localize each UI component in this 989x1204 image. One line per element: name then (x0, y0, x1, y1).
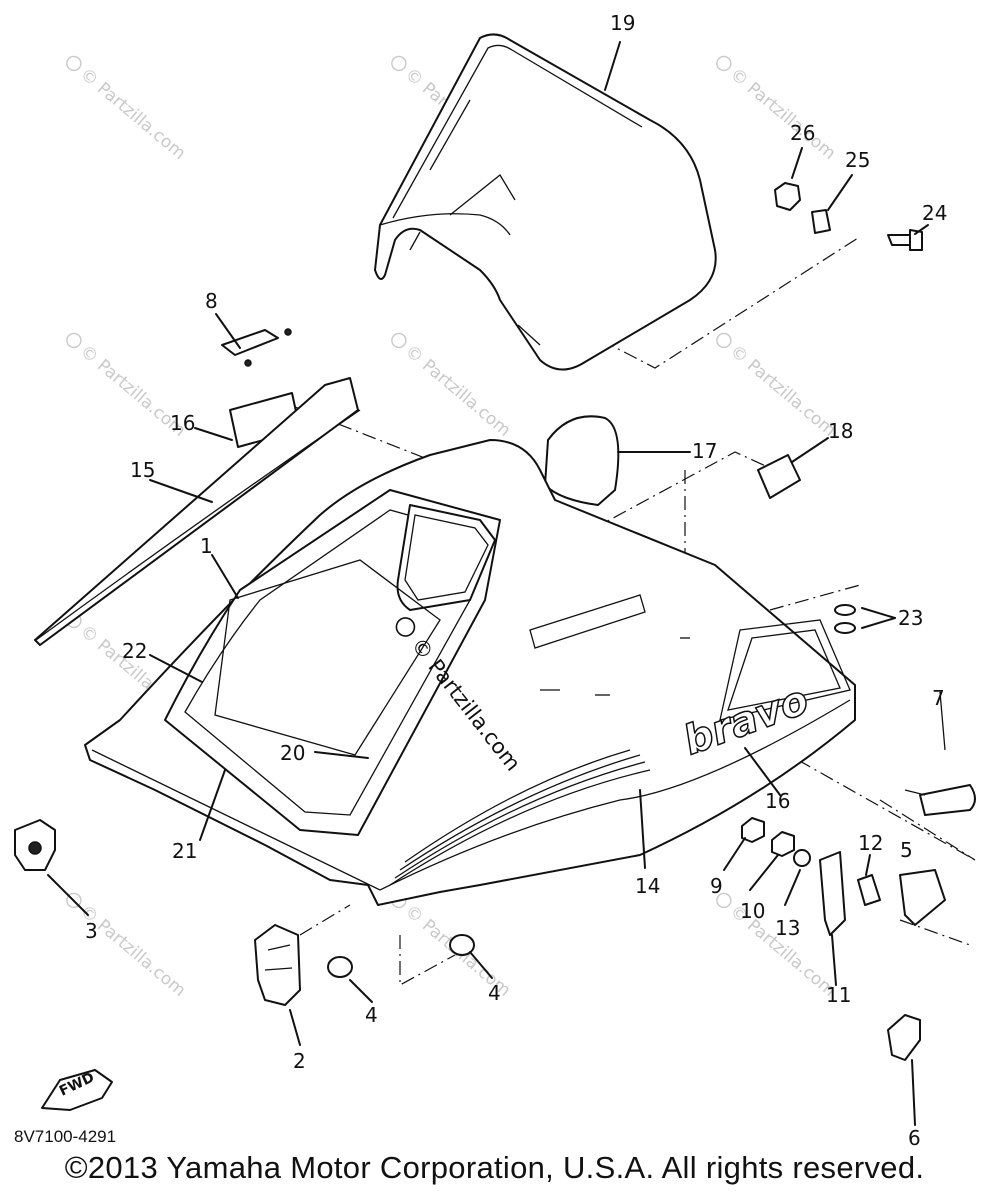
watermark: © Partzilla.com (66, 892, 189, 1001)
fwd-arrow: FWD (41, 1069, 113, 1111)
rings-23 (834, 604, 856, 634)
grommet-4b (449, 934, 475, 956)
callout-19: 19 (610, 11, 635, 35)
hinge-3 (14, 819, 56, 871)
hood-1: bravo (84, 439, 856, 906)
callout-15: 15 (130, 458, 155, 482)
svg-text:© Partzilla.com: © Partzilla.com (401, 341, 514, 441)
watermark: © Partzilla.com (391, 332, 514, 441)
callouts: 19 26 25 24 8 16 15 17 18 1 23 22 20 21 … (85, 11, 947, 1150)
svg-text:© Partzilla.com: © Partzilla.com (76, 64, 189, 164)
diagram-code: 8V7100-4291 (14, 1127, 117, 1146)
svg-text:© Partzilla.com: © Partzilla.com (726, 64, 839, 164)
callout-12: 12 (858, 831, 883, 855)
windshield-hardware (774, 182, 923, 251)
svg-text:© Partzilla.com: © Partzilla.com (76, 901, 189, 1001)
callout-2: 2 (293, 1049, 306, 1073)
callout-6: 6 (908, 1126, 921, 1150)
callout-17: 17 (692, 439, 717, 463)
latch-hardware (741, 817, 946, 936)
callout-11: 11 (826, 983, 851, 1007)
callout-13: 13 (775, 916, 800, 940)
callout-21: 21 (172, 839, 197, 863)
windshield (374, 33, 717, 371)
nut-26 (774, 182, 801, 211)
watermark: © Partzilla.com (66, 55, 189, 164)
callout-23: 23 (898, 606, 923, 630)
callout-3: 3 (85, 919, 98, 943)
callout-16a: 16 (170, 411, 195, 435)
callout-10: 10 (740, 899, 765, 923)
grommet-25 (811, 209, 831, 234)
callout-1: 1 (200, 534, 213, 558)
svg-text:© Partzilla.com: © Partzilla.com (726, 341, 839, 441)
seat-back-17 (544, 415, 620, 506)
callout-16b: 16 (765, 789, 790, 813)
hinge-2 (254, 924, 301, 1006)
callout-20: 20 (280, 741, 305, 765)
watermark: © Partzilla.com (716, 55, 839, 164)
latch-7 (904, 691, 976, 816)
callout-7: 7 (932, 686, 945, 710)
grommet-4a (327, 956, 353, 978)
callout-4b: 4 (488, 981, 501, 1005)
decals-left (34, 377, 361, 646)
leader-lines (47, 41, 929, 1126)
watermark: © Partzilla.com (716, 332, 839, 441)
knob-6 (887, 1014, 921, 1061)
bracket-8 (221, 328, 292, 367)
callout-14: 14 (635, 874, 660, 898)
emblem-18 (757, 454, 801, 499)
callout-25: 25 (845, 148, 870, 172)
callout-9: 9 (710, 874, 723, 898)
callout-26: 26 (790, 121, 815, 145)
callout-24: 24 (922, 201, 947, 225)
callout-18: 18 (828, 419, 853, 443)
callout-22: 22 (122, 639, 147, 663)
callout-5: 5 (900, 838, 913, 862)
watermark: © Partzilla.com (716, 892, 839, 1001)
callout-8: 8 (205, 289, 218, 313)
copyright-notice: ©2013 Yamaha Motor Corporation, U.S.A. A… (64, 1150, 925, 1185)
callout-4a: 4 (365, 1003, 378, 1027)
